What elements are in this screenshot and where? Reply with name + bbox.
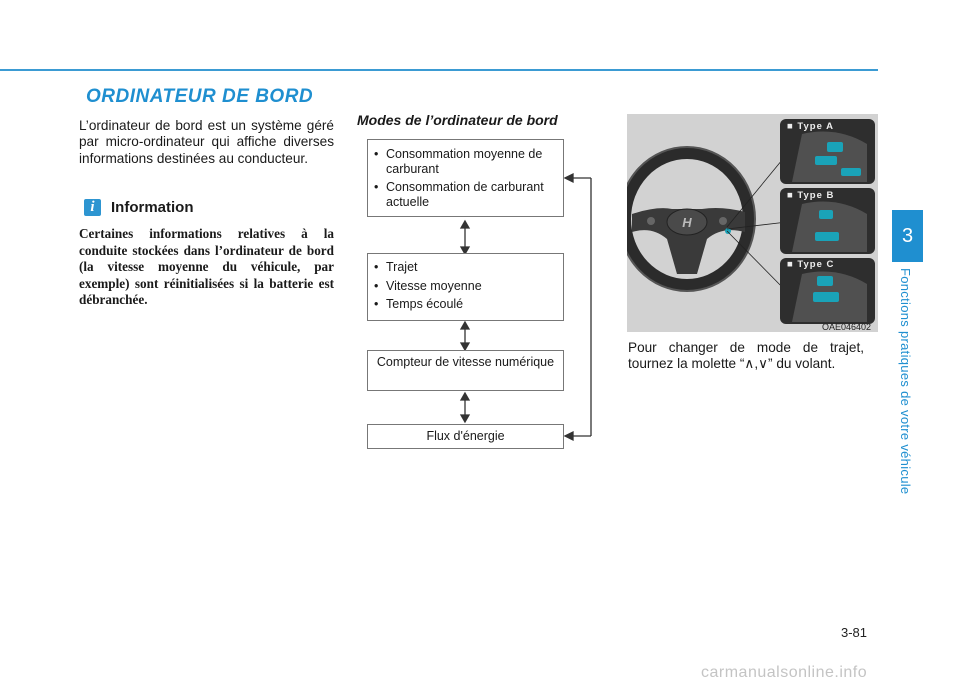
header-rule xyxy=(0,69,878,71)
scroll-down-symbol: ∨ xyxy=(758,356,769,372)
page-number: 3-81 xyxy=(841,625,868,640)
mode-item: Consommation moyenne de carburant xyxy=(374,147,557,176)
svg-text:H: H xyxy=(682,215,692,230)
information-heading: Information xyxy=(111,199,194,216)
steering-wheel-illustration: H xyxy=(618,114,878,332)
information-icon: i xyxy=(84,199,101,216)
mode-item: Trajet xyxy=(374,260,557,275)
figure-code: OAE046402 xyxy=(822,322,872,332)
scroll-up-symbol: ∧ xyxy=(744,356,755,372)
chapter-title: Fonctions pratiques de votre véhicule xyxy=(898,268,913,495)
watermark: carmanualsonline.info xyxy=(701,664,868,681)
mode-box-digital-speedometer: Compteur de vitesse numérique xyxy=(367,350,564,391)
chapter-number-tab: 3 xyxy=(892,210,923,262)
type-b-label: ■ Type B xyxy=(787,190,835,201)
mode-item: Temps écoulé xyxy=(374,297,557,312)
figure-caption: Pour changer de mode de trajet, tournez … xyxy=(628,340,864,372)
mode-box-fuel-consumption: Consommation moyenne de carburant Consom… xyxy=(367,139,564,217)
type-a-label: ■ Type A xyxy=(787,121,835,132)
modes-heading: Modes de l’ordinateur de bord xyxy=(357,112,558,128)
mode-item: Consommation de carburant actuelle xyxy=(374,180,557,209)
steering-wheel-photo: H xyxy=(618,114,878,332)
intro-paragraph: L’ordinateur de bord est un système géré… xyxy=(79,118,334,166)
section-title: ORDINATEUR DE BORD xyxy=(86,86,314,107)
information-body: Certaines informations relatives à la co… xyxy=(79,226,334,308)
mode-box-energy-flow: Flux d'énergie xyxy=(367,424,564,449)
type-c-label: ■ Type C xyxy=(787,259,835,270)
mode-box-trip: Trajet Vitesse moyenne Temps écoulé xyxy=(367,253,564,321)
mode-cycle-diagram xyxy=(459,172,592,442)
mode-item: Vitesse moyenne xyxy=(374,279,557,294)
